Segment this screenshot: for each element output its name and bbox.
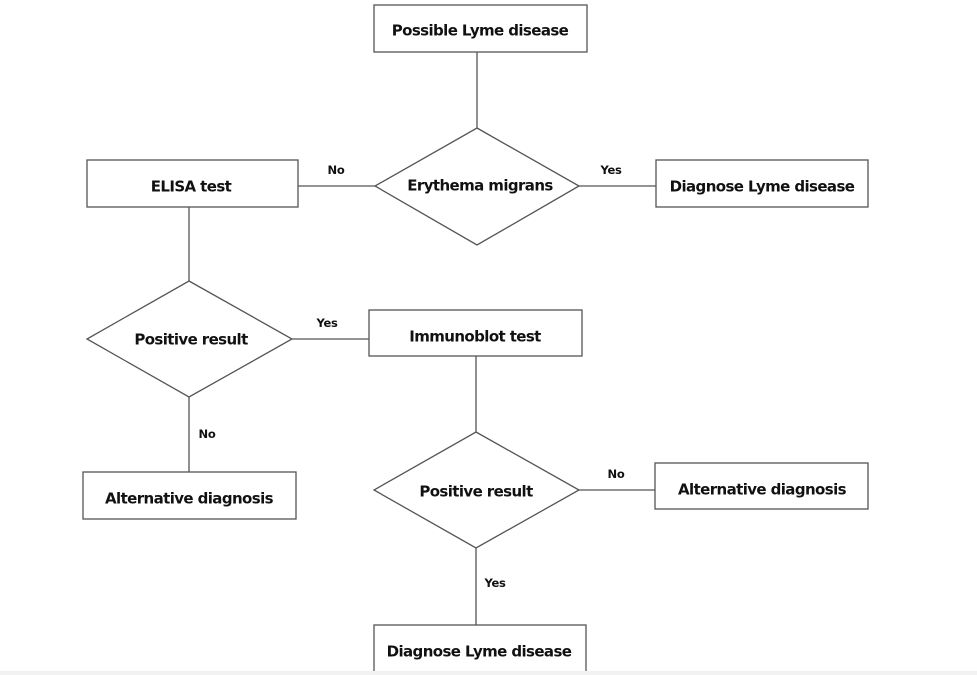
node-immunoblot-test: Immunoblot test <box>368 309 583 357</box>
edge-label-positive1-yes: Yes <box>315 316 337 330</box>
edge-label-erythema-yes: Yes <box>599 163 621 177</box>
edge-label-erythema-no: No <box>328 163 345 177</box>
decision-positive-result-1-label: Positive result <box>134 331 248 349</box>
node-diagnose-lyme-disease-1-label: Diagnose Lyme disease <box>670 178 855 196</box>
decision-positive-result-2-label: Positive result <box>419 483 533 501</box>
node-immunoblot-test-label: Immunoblot test <box>409 328 541 346</box>
node-alternative-diagnosis-1-label: Alternative diagnosis <box>105 490 274 508</box>
node-diagnose-lyme-disease-2: Diagnose Lyme disease <box>373 624 587 673</box>
node-possible-lyme-disease: Possible Lyme disease <box>373 4 588 53</box>
node-alternative-diagnosis-2-label: Alternative diagnosis <box>678 481 847 499</box>
edge-label-positive1-no: No <box>199 427 216 441</box>
node-elisa-test-label: ELISA test <box>151 178 232 196</box>
node-diagnose-lyme-disease-2-label: Diagnose Lyme disease <box>387 643 572 661</box>
edge-label-positive2-yes: Yes <box>483 576 505 590</box>
node-alternative-diagnosis-1: Alternative diagnosis <box>82 471 297 520</box>
decision-erythema-migrans-label: Erythema migrans <box>407 177 553 195</box>
node-elisa-test: ELISA test <box>86 159 299 208</box>
decision-erythema-migrans: Erythema migrans <box>373 127 581 246</box>
node-possible-lyme-disease-label: Possible Lyme disease <box>392 22 569 40</box>
decision-positive-result-1: Positive result <box>85 280 294 398</box>
node-alternative-diagnosis-2: Alternative diagnosis <box>654 462 869 510</box>
edge-label-positive2-no: No <box>608 467 625 481</box>
bottom-border-strip <box>0 671 977 675</box>
decision-positive-result-2: Positive result <box>372 431 581 549</box>
node-diagnose-lyme-disease-1: Diagnose Lyme disease <box>655 159 869 208</box>
